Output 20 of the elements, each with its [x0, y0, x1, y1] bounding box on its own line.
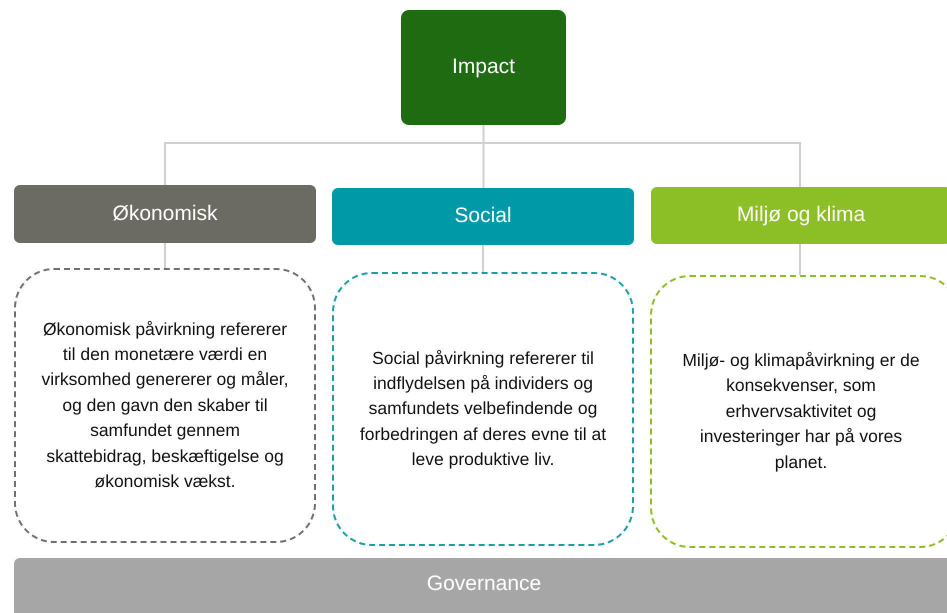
description-box: [650, 275, 947, 548]
connector-line: [164, 243, 166, 268]
impact-box: [401, 10, 566, 125]
box-label: Impact: [452, 54, 516, 80]
description-text: Økonomisk påvirkning refererer til den monetære værdi en virksomhed genererer og måler, og den gavn den skaber til samfundet gennem skattebidrag, beskæftigelse og økonomisk vækst.: [40, 318, 290, 493]
governance-bar: [14, 558, 947, 613]
description-text: Social påvirkning refererer til indflydelsen på individers og samfundets velbefindende og forbedringen af deres evne til at leve produktive liv.: [358, 346, 608, 472]
box-label: Social: [454, 203, 512, 230]
box-label: Governance: [426, 570, 542, 597]
description-text: Miljø- og klimapåvirkning er de konsekvenser, som erhvervsaktivitet og investeringer har på vores planet.: [681, 349, 921, 474]
connector-line: [482, 245, 484, 272]
box-label: Miljø og klima: [736, 202, 866, 228]
description-box: [332, 272, 634, 546]
connector-line: [799, 244, 801, 275]
category-box: [332, 188, 634, 245]
description-box: [14, 268, 316, 543]
category-box: [651, 187, 947, 244]
connector-line: [482, 125, 801, 187]
category-box: [14, 185, 316, 243]
box-label: Økonomisk: [112, 200, 218, 227]
